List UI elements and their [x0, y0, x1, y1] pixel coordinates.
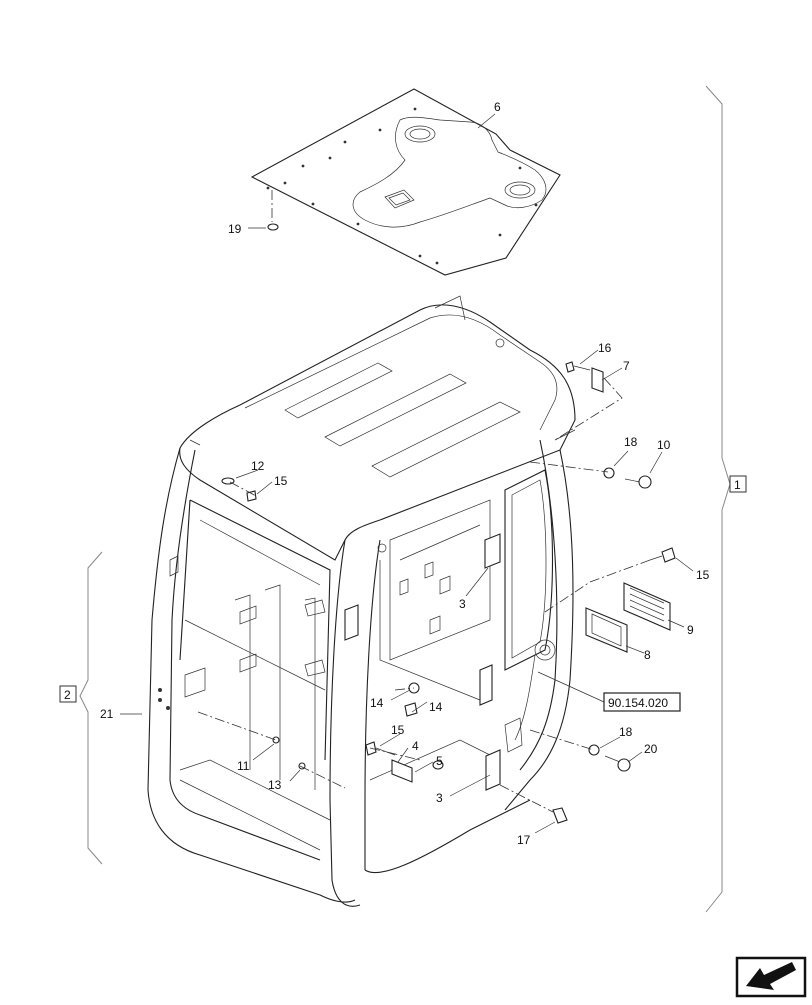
callout-5: 5 [436, 754, 443, 768]
callout-8: 8 [644, 648, 651, 662]
callout-11: 11 [237, 759, 250, 773]
callout-15: 15 [391, 723, 405, 737]
callout-6: 6 [494, 100, 501, 114]
callout-13: 13 [268, 778, 282, 792]
callout-labels: 6 19 16 7 18 10 12 15 15 3 9 8 14 14 21 … [100, 100, 710, 847]
callout-16: 16 [598, 341, 612, 355]
callout-14: 14 [370, 696, 384, 710]
callout-21: 21 [100, 707, 114, 721]
callout-15: 15 [274, 474, 288, 488]
callout-19: 19 [228, 222, 242, 236]
group-box-2: 2 [59, 685, 77, 703]
callout-20: 20 [644, 742, 658, 756]
callout-14: 14 [429, 700, 443, 714]
callout-18: 18 [624, 435, 638, 449]
group-box-1: 1 [729, 475, 747, 493]
callout-17: 17 [517, 833, 531, 847]
callout-3: 3 [436, 791, 443, 805]
floor-mat [250, 88, 561, 276]
callout-12: 12 [251, 459, 265, 473]
reference-label[interactable]: 90.154.020 [608, 696, 668, 710]
callout-15: 15 [696, 568, 710, 582]
callout-10: 10 [657, 438, 671, 452]
group-label-2: 2 [64, 688, 71, 702]
leader-lines [120, 113, 694, 834]
callout-9: 9 [687, 623, 694, 637]
assembly-lines [197, 190, 651, 813]
callout-4: 4 [412, 739, 419, 753]
next-page-arrow-icon[interactable] [735, 956, 807, 998]
reference-link[interactable]: 90.154.020 [603, 692, 681, 712]
callout-18: 18 [619, 725, 633, 739]
cab-frame [147, 295, 576, 907]
callout-7: 7 [623, 359, 630, 373]
small-parts [221, 223, 676, 824]
group-label-1: 1 [734, 478, 741, 492]
callout-3: 3 [459, 597, 466, 611]
